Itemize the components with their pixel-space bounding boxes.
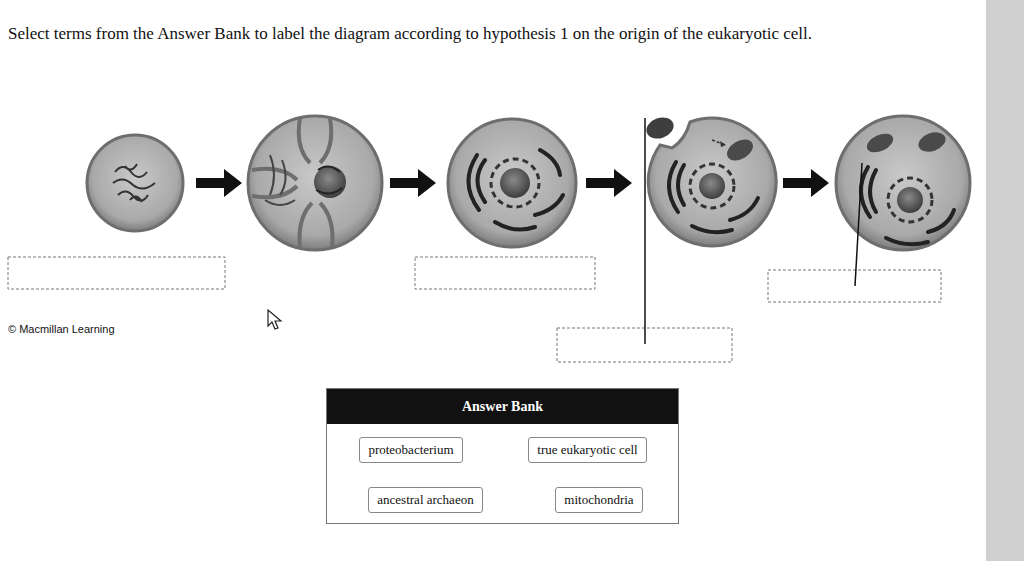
term-text: true eukaryotic cell: [529, 438, 646, 462]
page-margin: [986, 0, 1024, 561]
proteobacterium-shape: [643, 114, 676, 142]
answer-term: mitochondria: [555, 487, 643, 513]
panel-heading: Answer Bank: [327, 389, 678, 424]
drop-target: [8, 257, 941, 362]
mouse-cursor: [268, 310, 281, 329]
term-text: proteobacterium: [360, 438, 462, 462]
answer-term: proteobacterium: [359, 437, 463, 463]
leader-line: [645, 118, 862, 344]
term-text: mitochondria: [556, 488, 642, 512]
engulfing-cell: [643, 114, 776, 246]
answer-term: true eukaryotic cell: [528, 437, 647, 463]
answer-bank-panel: Answer Bank proteobacterium true eukaryoti…: [326, 388, 679, 524]
eukaryote-cell: [448, 119, 576, 247]
answer-term: ancestral archaeon: [368, 487, 483, 513]
stage-arrows: [196, 169, 829, 197]
infolding-cell: [248, 116, 382, 250]
term-text: ancestral archaeon: [369, 488, 482, 512]
copyright-note: © Macmillan Learning: [8, 323, 115, 335]
prokaryote-cell: [87, 135, 183, 231]
question-title: Select terms from the Answer Bank to lab…: [8, 24, 812, 44]
page-ground: [0, 0, 986, 561]
true-eukaryote-cell: [836, 116, 970, 250]
